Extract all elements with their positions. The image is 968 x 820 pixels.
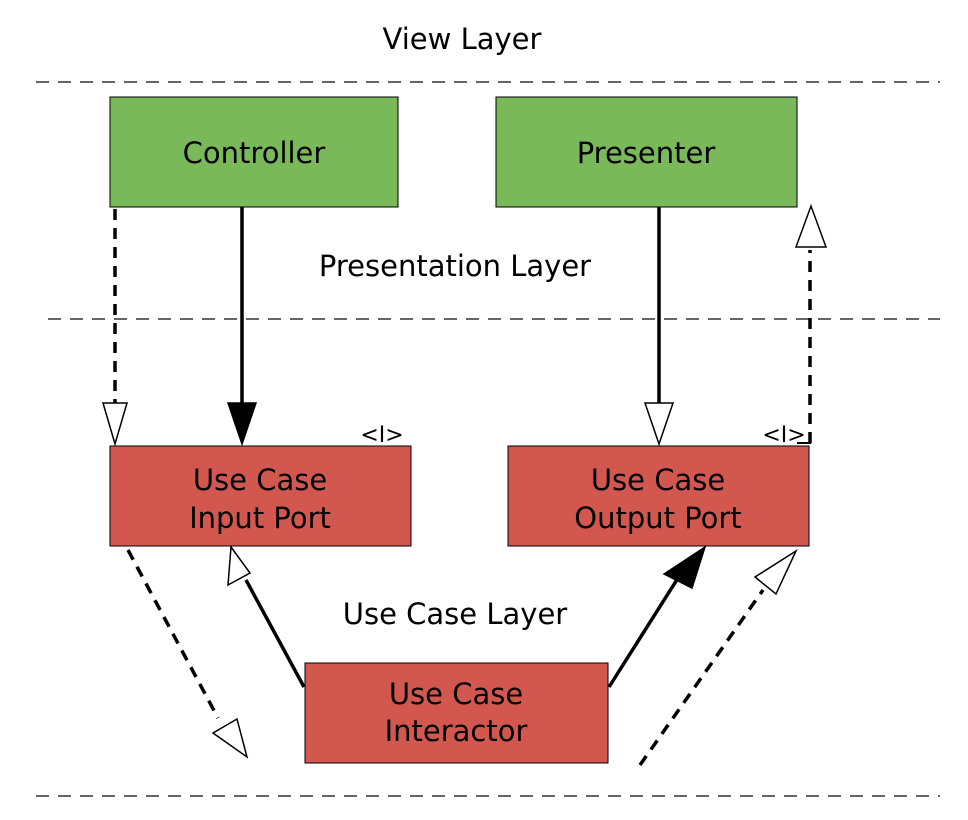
interactor-label-line2: Interactor (385, 714, 528, 748)
input-port-interface-stereotype: <I> (360, 423, 403, 448)
controller-to-input-filled-arrowhead (226, 402, 258, 447)
output-port-label-line2: Output Port (574, 501, 741, 535)
presentation-layer-label: Presentation Layer (319, 249, 591, 283)
interactor-to-output-filled-arrowhead (662, 545, 707, 590)
interactor-to-input-open-arrowhead (227, 544, 252, 587)
output-port-dependency-dashed-line (638, 588, 765, 767)
presenter-box (495, 96, 798, 208)
interactor-box (304, 662, 609, 764)
output-port-label-line1: Use Case (591, 463, 725, 497)
interactor-to-input-solid-line (244, 579, 306, 688)
presenter-to-output-open-arrowhead (643, 402, 675, 447)
interactor-to-output-solid-line (607, 577, 680, 688)
input-port-label-line1: Use Case (193, 463, 327, 497)
input-port-label-line2: Input Port (189, 501, 331, 535)
presenter-label: Presenter (577, 136, 716, 170)
output-port-dependency-open-arrowhead (753, 548, 798, 596)
input-port-box (109, 445, 412, 547)
interactor-label-line1: Use Case (389, 677, 523, 711)
controller-to-input-open-arrowhead (101, 402, 129, 447)
controller-box (109, 96, 399, 208)
controller-label: Controller (183, 136, 326, 170)
use-case-layer-label: Use Case Layer (343, 597, 568, 631)
output-port-box (507, 445, 810, 547)
input-port-dependency-open-arrowhead (211, 717, 249, 759)
input-port-dependency-dashed-line (126, 549, 220, 719)
output-port-interface-stereotype: <I> (762, 423, 805, 448)
output-to-presenter-open-arrowhead (794, 203, 828, 248)
view-layer-label: View Layer (383, 22, 542, 56)
